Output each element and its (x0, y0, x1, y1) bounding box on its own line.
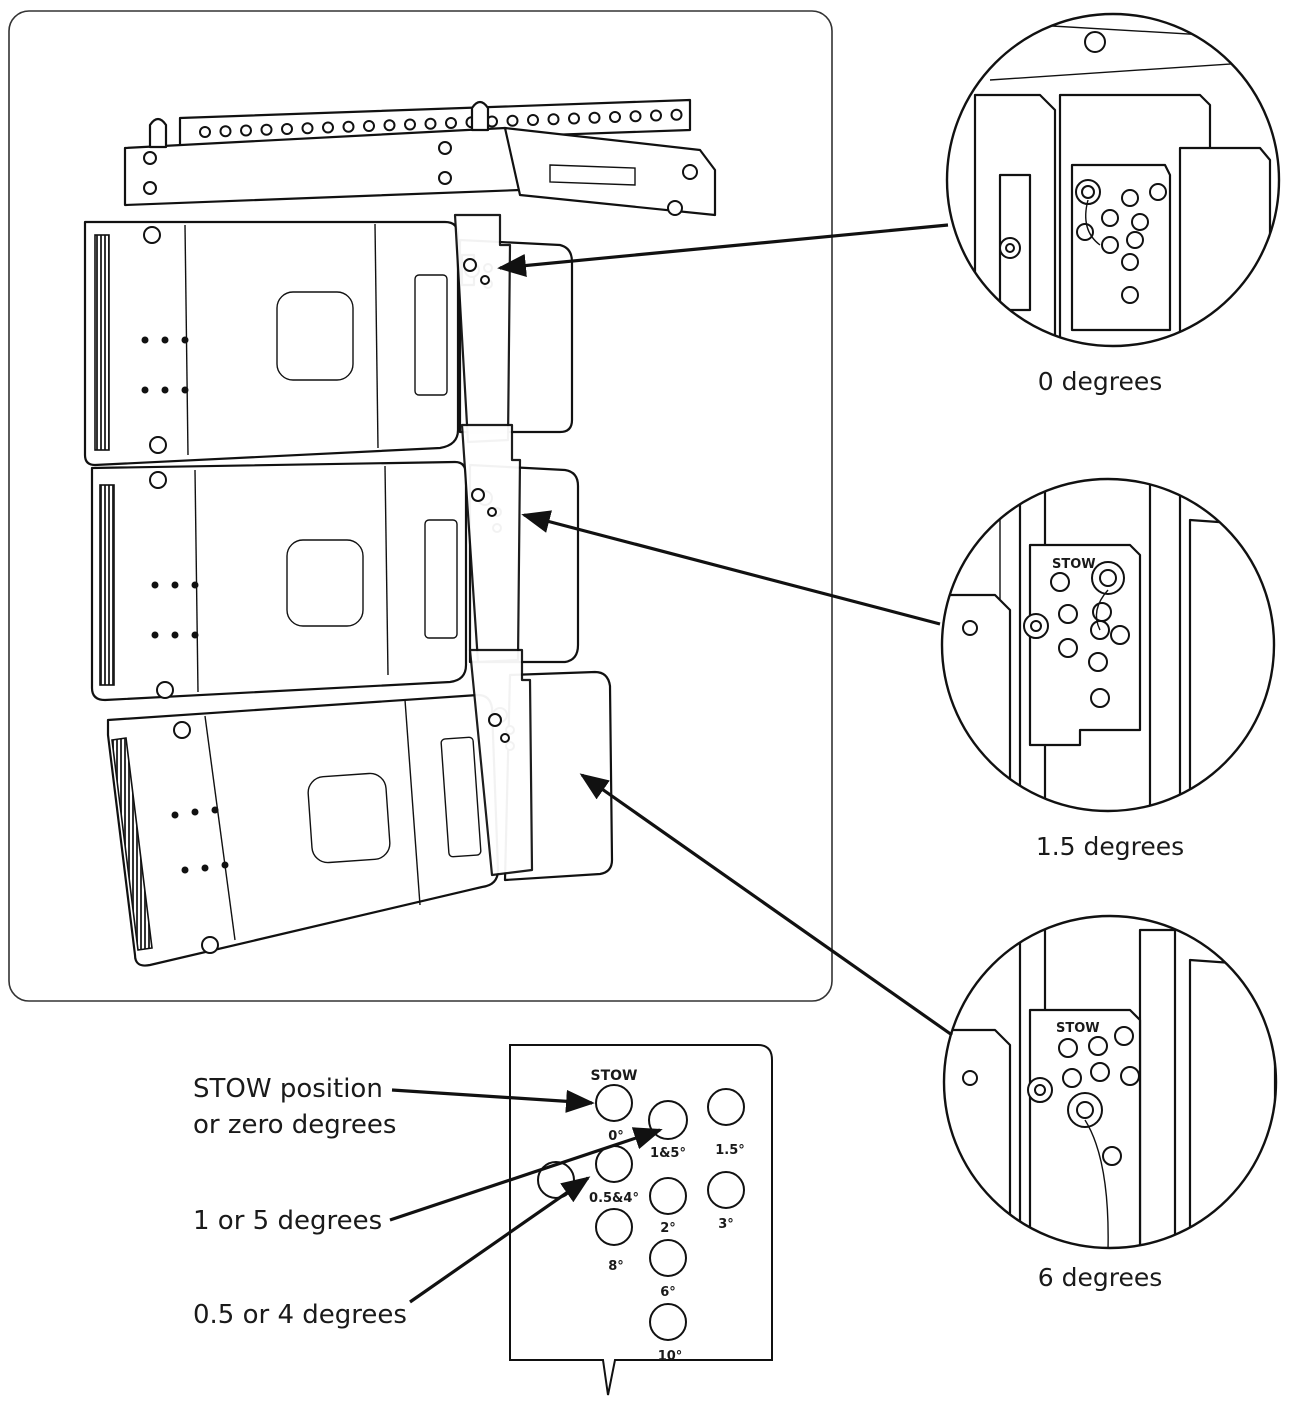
bar-bolt-hole (588, 111, 601, 124)
detail-circle-1-5-degrees: STOW (940, 477, 1276, 813)
stow-panel-detail: STOW 0° 1&5° 1.5° 0.5&4° 2° 3° 8° 6° 10° (509, 1044, 773, 1396)
panel-hole (707, 1171, 745, 1209)
bar-bolt-hole (322, 121, 334, 134)
legend-stow-line2: or zero degrees (193, 1110, 396, 1140)
panel-hole (595, 1084, 633, 1122)
legend-stow-line1: STOW position (193, 1074, 383, 1104)
bar-bolt-hole (568, 112, 580, 125)
rigging-frame (123, 98, 717, 217)
bar-bolt-hole (363, 120, 375, 132)
legend-1-or-5: 1 or 5 degrees (193, 1206, 382, 1236)
panel-hole-label: 0.5&4° (589, 1191, 639, 1206)
panel-hole (649, 1303, 687, 1341)
bar-bolt-hole (240, 124, 252, 137)
panel-hole-label: 2° (660, 1221, 676, 1236)
caption-0-degrees: 0 degrees (1038, 367, 1163, 396)
bar-bolt-hole (629, 110, 642, 123)
legend-0-5-or-4: 0.5 or 4 degrees (193, 1300, 407, 1330)
bar-bolt-hole (342, 120, 355, 133)
arrow-1-5-degrees (521, 510, 941, 626)
panel-hole (595, 1208, 633, 1246)
bar-bolt-hole (445, 117, 457, 129)
bar-bolt-hole (609, 111, 621, 123)
panel-hole-label: 1&5° (650, 1146, 686, 1161)
panel-hole-label: 0° (608, 1129, 624, 1144)
svg-text:STOW: STOW (1056, 1021, 1100, 1036)
bar-bolt-hole (506, 114, 519, 127)
legend-arrow-stow (391, 1088, 595, 1113)
detail-circle-6-degrees: STOW (942, 914, 1278, 1250)
arrow-0-degrees (497, 223, 949, 277)
svg-text:STOW: STOW (1052, 557, 1096, 572)
legend-arrow-1-or-5 (389, 1127, 663, 1222)
panel-hole (595, 1145, 633, 1183)
bar-bolt-hole (199, 126, 211, 138)
arrow-6-degrees (579, 773, 953, 1037)
bar-bolt-hole (404, 118, 416, 131)
caption-1-5-degrees: 1.5 degrees (1036, 832, 1184, 861)
rigging-strap (453, 213, 534, 877)
bar-bolt-hole (383, 119, 396, 132)
callout-arrows (497, 223, 953, 1037)
panel-hole (649, 1177, 687, 1215)
bar-bolt-hole (281, 123, 293, 135)
bar-bolt-hole (219, 125, 232, 138)
panel-hole (649, 1239, 687, 1277)
bar-bolt-hole (527, 114, 539, 126)
panel-header: STOW (591, 1068, 638, 1084)
caption-6-degrees: 6 degrees (1038, 1263, 1163, 1292)
main-illustration (8, 10, 833, 1002)
panel-hole (707, 1088, 745, 1126)
bar-bolt-hole (424, 117, 437, 130)
legend: STOW position or zero degrees 1 or 5 deg… (193, 1074, 663, 1330)
panel-outline (509, 1044, 773, 1396)
panel-hole-label: 1.5° (715, 1143, 745, 1158)
bar-bolt-hole (650, 109, 662, 122)
detail-circle-0-degrees (945, 12, 1281, 348)
legend-arrow-0-5-or-4 (409, 1176, 591, 1304)
panel-hole-label: 10° (658, 1349, 683, 1364)
bar-bolt-hole (670, 108, 683, 121)
panel-hole-label: 8° (608, 1259, 624, 1274)
bar-bolt-hole (547, 113, 560, 126)
panel-hole-label: 6° (660, 1285, 676, 1300)
bar-bolt-hole (260, 123, 273, 136)
panel-hole-label: 3° (718, 1217, 734, 1232)
bar-bolt-hole (301, 122, 314, 135)
